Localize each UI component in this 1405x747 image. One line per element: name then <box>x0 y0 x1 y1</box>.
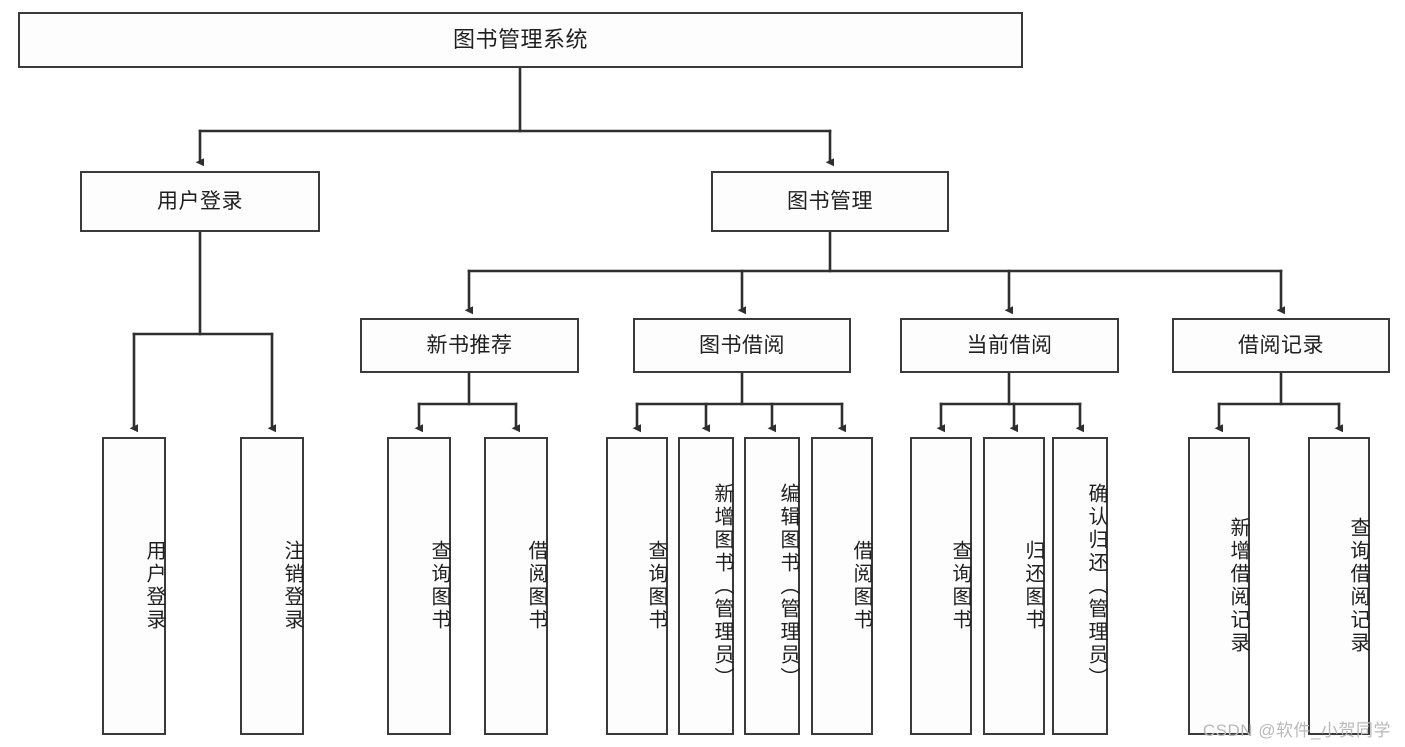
leaf-user-login[interactable]: 用户登录 <box>102 437 166 735</box>
leaf-query-record[interactable]: 查询借阅记录 <box>1308 437 1370 735</box>
node-label: 查询图书 <box>949 540 971 632</box>
node-label: 用户登录 <box>143 540 165 632</box>
leaf-borrow-book-2[interactable]: 借阅图书 <box>811 437 873 735</box>
node-book-management[interactable]: 图书管理 <box>711 171 949 232</box>
node-label: 归还图书 <box>1022 540 1044 632</box>
node-label: 注销登录 <box>281 540 303 632</box>
node-label: 新增借阅记录 <box>1227 517 1249 655</box>
leaf-logout-login[interactable]: 注销登录 <box>240 437 304 735</box>
node-user-login[interactable]: 用户登录 <box>80 171 320 232</box>
node-label: 查询图书 <box>645 540 667 632</box>
leaf-return-book[interactable]: 归还图书 <box>983 437 1045 735</box>
node-label: 借阅记录 <box>1238 333 1324 357</box>
node-label: 图书借阅 <box>699 333 785 357</box>
node-label: 编辑图书（管理员） <box>777 482 799 690</box>
node-label: 图书管理系统 <box>452 26 588 52</box>
leaf-query-book-2[interactable]: 查询图书 <box>606 437 668 735</box>
node-label: 查询借阅记录 <box>1347 517 1369 655</box>
node-label: 图书管理 <box>787 189 873 213</box>
node-label: 用户登录 <box>157 189 243 213</box>
watermark-text: CSDN @软件_小贺同学 <box>1202 721 1391 740</box>
node-label: 确认归还（管理员） <box>1085 482 1107 690</box>
node-label: 查询图书 <box>428 540 450 632</box>
node-label: 借阅图书 <box>850 540 872 632</box>
node-current-borrowing[interactable]: 当前借阅 <box>900 318 1119 373</box>
node-label: 当前借阅 <box>966 333 1053 357</box>
leaf-query-book-3[interactable]: 查询图书 <box>910 437 972 735</box>
node-book-management-system[interactable]: 图书管理系统 <box>18 12 1023 68</box>
node-label: 借阅图书 <box>525 540 547 632</box>
node-borrowing-record[interactable]: 借阅记录 <box>1172 318 1390 373</box>
node-label: 新增图书（管理员） <box>711 482 733 690</box>
node-label: 新书推荐 <box>426 333 513 357</box>
leaf-add-book[interactable]: 新增图书（管理员） <box>678 437 734 735</box>
leaf-borrow-book-1[interactable]: 借阅图书 <box>484 437 548 735</box>
leaf-query-book-1[interactable]: 查询图书 <box>387 437 451 735</box>
node-new-book-recommendation[interactable]: 新书推荐 <box>360 318 579 373</box>
leaf-add-record[interactable]: 新增借阅记录 <box>1188 437 1250 735</box>
node-book-borrowing[interactable]: 图书借阅 <box>633 318 851 373</box>
leaf-confirm-return[interactable]: 确认归还（管理员） <box>1052 437 1108 735</box>
leaf-edit-book[interactable]: 编辑图书（管理员） <box>744 437 800 735</box>
